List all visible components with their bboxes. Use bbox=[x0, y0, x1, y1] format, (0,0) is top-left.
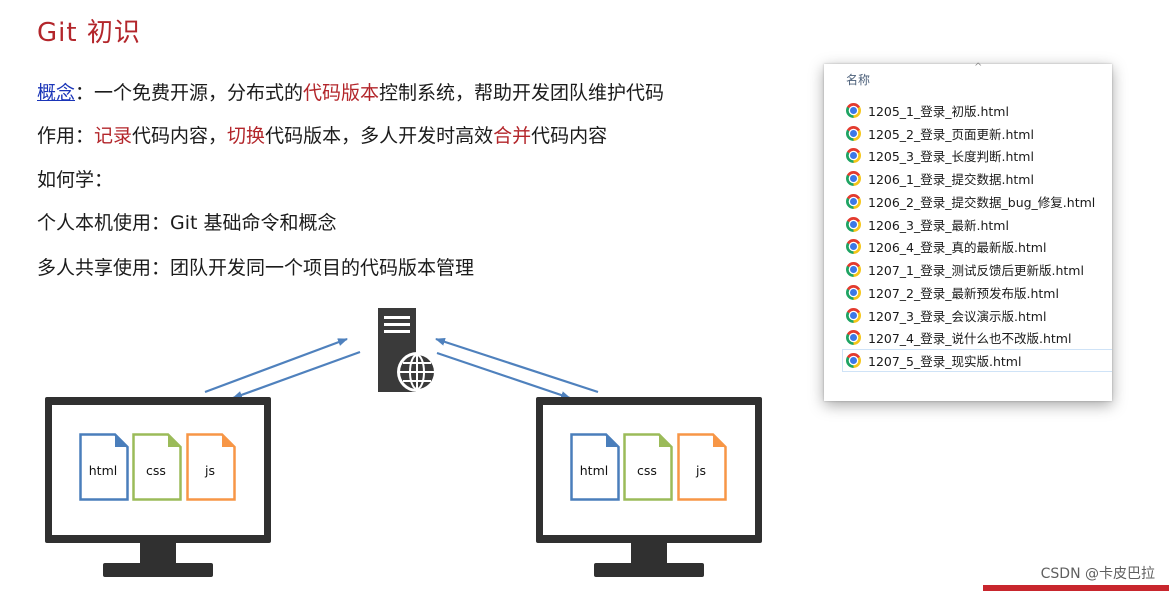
usage-text-1: 作用： bbox=[37, 125, 95, 147]
concept-line: 概念：一个免费开源，分布式的代码版本控制系统，帮助开发团队维护代码 bbox=[37, 78, 664, 105]
slide-title: Git 初识 bbox=[37, 18, 141, 48]
chrome-file-icon bbox=[846, 125, 861, 141]
document-label: html bbox=[88, 463, 118, 478]
document-label: html bbox=[579, 463, 609, 478]
footer-red-bar bbox=[983, 585, 1169, 591]
document-label: css bbox=[146, 463, 166, 478]
file-item[interactable]: 1207_1_登录_测试反馈后更新版.html bbox=[846, 258, 1112, 281]
chrome-file-icon bbox=[846, 239, 861, 255]
file-name: 1205_3_登录_长度判断.html bbox=[868, 149, 1034, 165]
file-name: 1206_1_登录_提交数据.html bbox=[868, 172, 1034, 188]
monitor-neck bbox=[140, 543, 176, 563]
file-item[interactable]: 1207_5_登录_现实版.html bbox=[842, 349, 1112, 372]
file-name: 1205_1_登录_初版.html bbox=[868, 103, 1009, 119]
file-name: 1206_3_登录_最新.html bbox=[868, 217, 1009, 233]
usage-highlight-switch: 切换 bbox=[227, 125, 266, 147]
file-document-icon: css bbox=[132, 433, 182, 505]
file-item[interactable]: 1206_1_登录_提交数据.html bbox=[846, 167, 1112, 190]
file-item[interactable]: 1206_2_登录_提交数据_bug_修复.html bbox=[846, 190, 1112, 213]
document-label: js bbox=[696, 463, 706, 478]
sort-caret-icon[interactable]: ^ bbox=[974, 62, 983, 73]
file-name: 1206_4_登录_真的最新版.html bbox=[868, 240, 1047, 256]
usage-text-4: 代码内容 bbox=[531, 125, 608, 147]
file-document-icon: js bbox=[677, 433, 727, 505]
chrome-file-icon bbox=[846, 193, 861, 209]
file-document-icon: js bbox=[186, 433, 236, 505]
arrow-server-to-right bbox=[436, 351, 571, 400]
chrome-file-icon bbox=[846, 307, 861, 323]
how-line: 如何学： bbox=[37, 169, 114, 191]
chrome-file-icon bbox=[846, 171, 861, 187]
file-document-icon: html bbox=[570, 433, 620, 505]
chrome-file-icon bbox=[846, 330, 861, 346]
chrome-file-icon bbox=[846, 216, 861, 232]
usage-highlight-merge: 合并 bbox=[493, 125, 532, 147]
personal-line: 个人本机使用：Git 基础命令和概念 bbox=[37, 212, 337, 234]
file-item[interactable]: 1205_3_登录_长度判断.html bbox=[846, 145, 1112, 168]
arrow-server-to-left bbox=[232, 350, 361, 400]
monitor-base bbox=[594, 563, 704, 577]
file-name: 1207_3_登录_会议演示版.html bbox=[868, 308, 1047, 324]
concept-link[interactable]: 概念 bbox=[37, 82, 76, 104]
arrow-left-to-server bbox=[204, 337, 348, 394]
file-document-icon: css bbox=[623, 433, 673, 505]
csdn-watermark: CSDN @卡皮巴拉 bbox=[1040, 566, 1155, 582]
chrome-file-icon bbox=[846, 262, 861, 278]
usage-line: 作用：记录代码内容，切换代码版本，多人开发时高效合并代码内容 bbox=[37, 121, 607, 148]
name-column-header[interactable]: 名称 bbox=[846, 73, 871, 87]
team-line: 多人共享使用：团队开发同一个项目的代码版本管理 bbox=[37, 257, 475, 279]
usage-highlight-record: 记录 bbox=[94, 125, 133, 147]
arrow-right-to-server bbox=[435, 337, 599, 394]
chrome-file-icon bbox=[846, 102, 861, 118]
file-explorer-panel: ^ 名称 1205_1_登录_初版.html 1205_2_登录_页面更新.htm… bbox=[824, 62, 1112, 401]
usage-text-3: 代码版本，多人开发时高效 bbox=[265, 125, 494, 147]
monitor-base bbox=[103, 563, 213, 577]
monitor-neck bbox=[631, 543, 667, 563]
document-label: css bbox=[637, 463, 657, 478]
file-item[interactable]: 1205_1_登录_初版.html bbox=[846, 99, 1112, 122]
concept-text-2: 控制系统，帮助开发团队维护代码 bbox=[379, 82, 665, 104]
file-document-icon: html bbox=[79, 433, 129, 505]
file-item[interactable]: 1207_2_登录_最新预发布版.html bbox=[846, 281, 1112, 304]
file-item[interactable]: 1206_3_登录_最新.html bbox=[846, 213, 1112, 236]
chrome-file-icon bbox=[846, 353, 861, 369]
file-name: 1207_4_登录_说什么也不改版.html bbox=[868, 331, 1072, 347]
usage-text-2: 代码内容， bbox=[132, 125, 228, 147]
chrome-file-icon bbox=[846, 148, 861, 164]
file-name: 1207_2_登录_最新预发布版.html bbox=[868, 285, 1059, 301]
file-item[interactable]: 1207_3_登录_会议演示版.html bbox=[846, 304, 1112, 327]
file-item[interactable]: 1205_2_登录_页面更新.html bbox=[846, 122, 1112, 145]
file-item[interactable]: 1207_4_登录_说什么也不改版.html bbox=[846, 327, 1112, 350]
chrome-file-icon bbox=[846, 284, 861, 300]
file-name: 1207_5_登录_现实版.html bbox=[868, 354, 1022, 370]
file-name: 1205_2_登录_页面更新.html bbox=[868, 126, 1034, 142]
server-icon bbox=[378, 308, 437, 392]
concept-text-1: ：一个免费开源，分布式的 bbox=[75, 82, 304, 104]
concept-highlight: 代码版本 bbox=[303, 82, 380, 104]
document-label: js bbox=[205, 463, 215, 478]
file-name: 1207_1_登录_测试反馈后更新版.html bbox=[868, 263, 1084, 279]
file-item[interactable]: 1206_4_登录_真的最新版.html bbox=[846, 236, 1112, 259]
file-list: 1205_1_登录_初版.html 1205_2_登录_页面更新.html 1205… bbox=[842, 99, 1112, 372]
file-name: 1206_2_登录_提交数据_bug_修复.html bbox=[868, 194, 1096, 210]
